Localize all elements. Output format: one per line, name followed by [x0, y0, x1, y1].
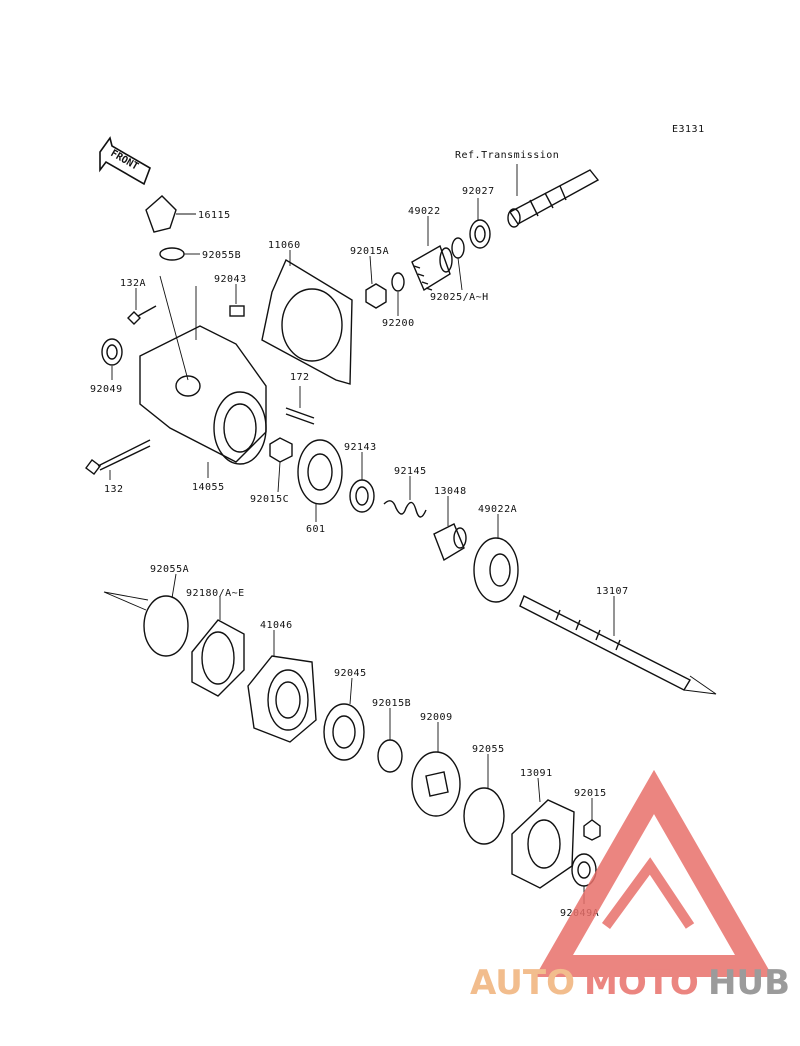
watermark-text-hub: HUB — [708, 963, 790, 1003]
callout-label: 92009 — [420, 712, 453, 723]
callout-label: 172 — [290, 372, 310, 383]
watermark-triangle-icon — [534, 769, 774, 977]
callout-label: 92015C — [250, 494, 289, 505]
part-92009-oil-seal — [411, 751, 461, 817]
callout-label: 11060 — [268, 240, 301, 251]
front-arrow-icon: FRONT — [99, 136, 151, 186]
callout-label: 92200 — [382, 318, 415, 329]
callout-label: 14055 — [192, 482, 225, 493]
callout-label: 92015 — [574, 788, 607, 799]
part-92180-gasket — [191, 619, 245, 697]
ref-transmission-note: Ref.Transmission — [455, 150, 559, 161]
part-16115-cap — [145, 195, 196, 233]
watermark-text-auto: AUTO — [470, 963, 575, 1003]
callout-label: 92027 — [462, 186, 495, 197]
callout-label: 601 — [306, 524, 326, 535]
part-92015A-nut — [365, 283, 387, 309]
callout-label: 16115 — [198, 210, 231, 221]
part-13048-dog — [433, 523, 467, 562]
callout-label: 13048 — [434, 486, 467, 497]
callout-labels: 16115 92055B 11060 92015A 49022 92027 13… — [90, 186, 629, 919]
part-132-bolt — [85, 439, 151, 475]
callout-label: 49022 — [408, 206, 441, 217]
part-13091-cover — [511, 799, 575, 889]
part-11060-gasket — [261, 258, 353, 385]
callout-label: 92045 — [334, 668, 367, 679]
part-49022-bevel-gear — [411, 244, 453, 292]
part-92049-washer — [101, 338, 123, 366]
callout-label: 92055A — [150, 564, 189, 575]
callout-label: 132A — [120, 278, 146, 289]
callout-label: 92055 — [472, 744, 505, 755]
part-92043-pin — [229, 305, 245, 317]
diagram-ref-code: E3131 — [672, 124, 705, 135]
part-92200-washer — [391, 272, 405, 292]
part-92145-spring — [383, 500, 427, 518]
watermark-logo: AUTO MOTO HUB — [470, 769, 790, 1003]
part-49022A-gear — [473, 537, 519, 603]
callout-label: 41046 — [260, 620, 293, 631]
part-92143-collar — [349, 479, 375, 513]
callout-label: 92145 — [394, 466, 427, 477]
part-92045-bearing — [323, 703, 365, 761]
part-172-stud — [285, 407, 315, 425]
callout-label: 92049 — [90, 384, 123, 395]
input-shaft — [507, 169, 600, 228]
part-92055-oring — [463, 787, 505, 845]
callout-label: 92015A — [350, 246, 389, 257]
part-601-bearing — [297, 439, 343, 505]
callout-label: 92055B — [202, 250, 241, 261]
part-92015B-seal — [377, 739, 403, 773]
part-14055-case — [139, 275, 267, 465]
part-92025-shim — [451, 237, 465, 259]
callout-label: 13091 — [520, 768, 553, 779]
part-92015-nut — [583, 819, 601, 841]
part-92055A-oring — [143, 595, 189, 657]
part-41046-housing — [247, 655, 317, 743]
callout-label: 92180/A~E — [186, 588, 245, 599]
part-92055B-oring — [159, 247, 185, 261]
part-132A-bolt — [127, 305, 157, 325]
callout-label: 13107 — [596, 586, 629, 597]
callout-label: 92043 — [214, 274, 247, 285]
callout-label: 92025/A~H — [430, 292, 489, 303]
callout-label: 92015B — [372, 698, 411, 709]
callout-label: 92143 — [344, 442, 377, 453]
callout-label: 49022A — [478, 504, 517, 515]
part-92027-washer — [469, 219, 491, 249]
part-92015C-nut — [269, 437, 293, 463]
callout-label: 132 — [104, 484, 124, 495]
part-13107-shaft — [519, 595, 717, 695]
watermark-text-moto: MOTO — [584, 963, 699, 1003]
